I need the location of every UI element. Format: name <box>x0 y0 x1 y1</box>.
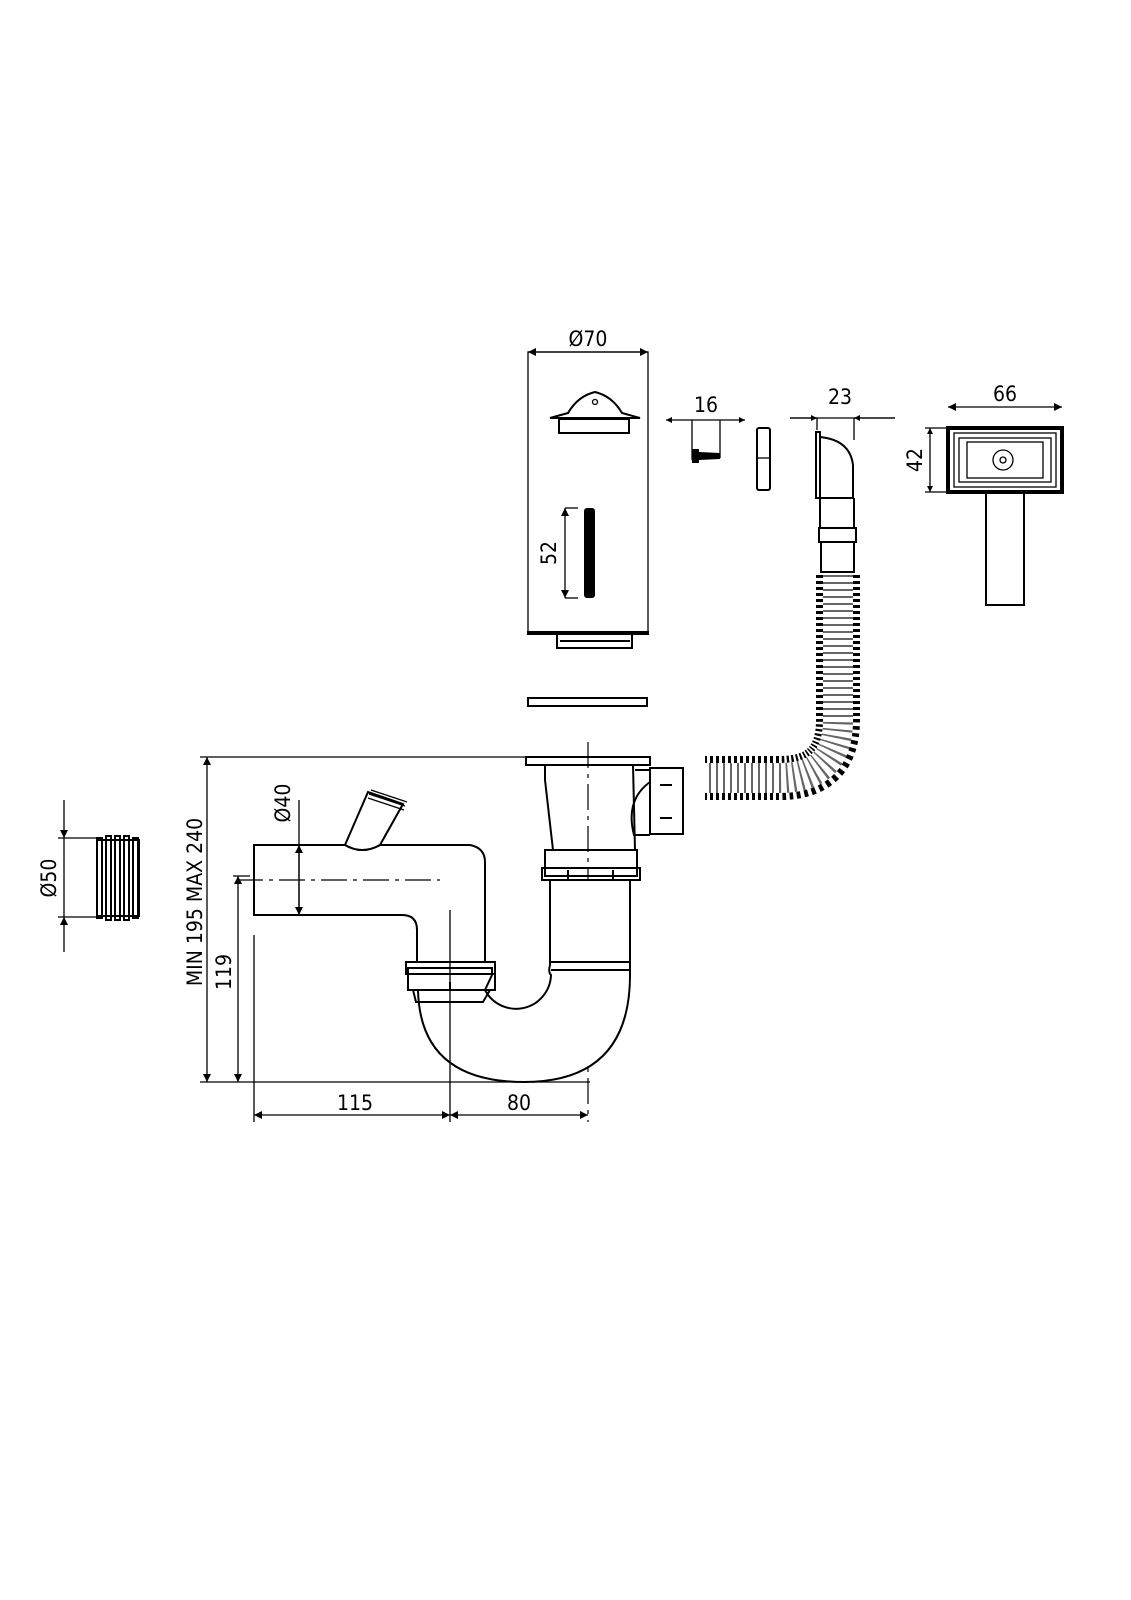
grille-height-label: 42 <box>903 448 927 472</box>
strainer-panel: Ø70 52 <box>527 327 649 707</box>
trap-dimensions: MIN 195 MAX 240 119 Ø40 115 80 <box>183 756 590 1122</box>
trap-offset-label: 80 <box>507 1091 531 1115</box>
outlet-offset-label: 115 <box>337 1091 373 1115</box>
washer <box>756 427 771 491</box>
overflow-hose: 23 <box>705 385 895 800</box>
bolt-length-label: 52 <box>537 541 561 565</box>
adapter-part: Ø50 <box>37 800 140 952</box>
overflow-grille: 66 42 <box>903 382 1064 606</box>
siphon-trap <box>237 742 684 1122</box>
bolt-icon <box>584 508 595 598</box>
gasket <box>527 697 648 707</box>
adapter-diameter-label: Ø50 <box>37 859 61 898</box>
dishwasher-spout <box>343 790 405 851</box>
overflow-connector <box>649 767 684 835</box>
total-height-label: MIN 195 MAX 240 <box>183 818 207 986</box>
screw-length-label: 16 <box>694 393 718 417</box>
grille-width-label: 66 <box>993 382 1017 406</box>
sink-flange <box>525 756 651 766</box>
screw-part: 16 <box>666 393 771 491</box>
elbow-width-label: 23 <box>828 385 852 409</box>
outlet-diameter-label: Ø40 <box>271 784 295 823</box>
strainer-cap <box>549 390 641 419</box>
strainer-diameter-label: Ø70 <box>569 327 608 351</box>
outlet-height-label: 119 <box>212 954 236 990</box>
